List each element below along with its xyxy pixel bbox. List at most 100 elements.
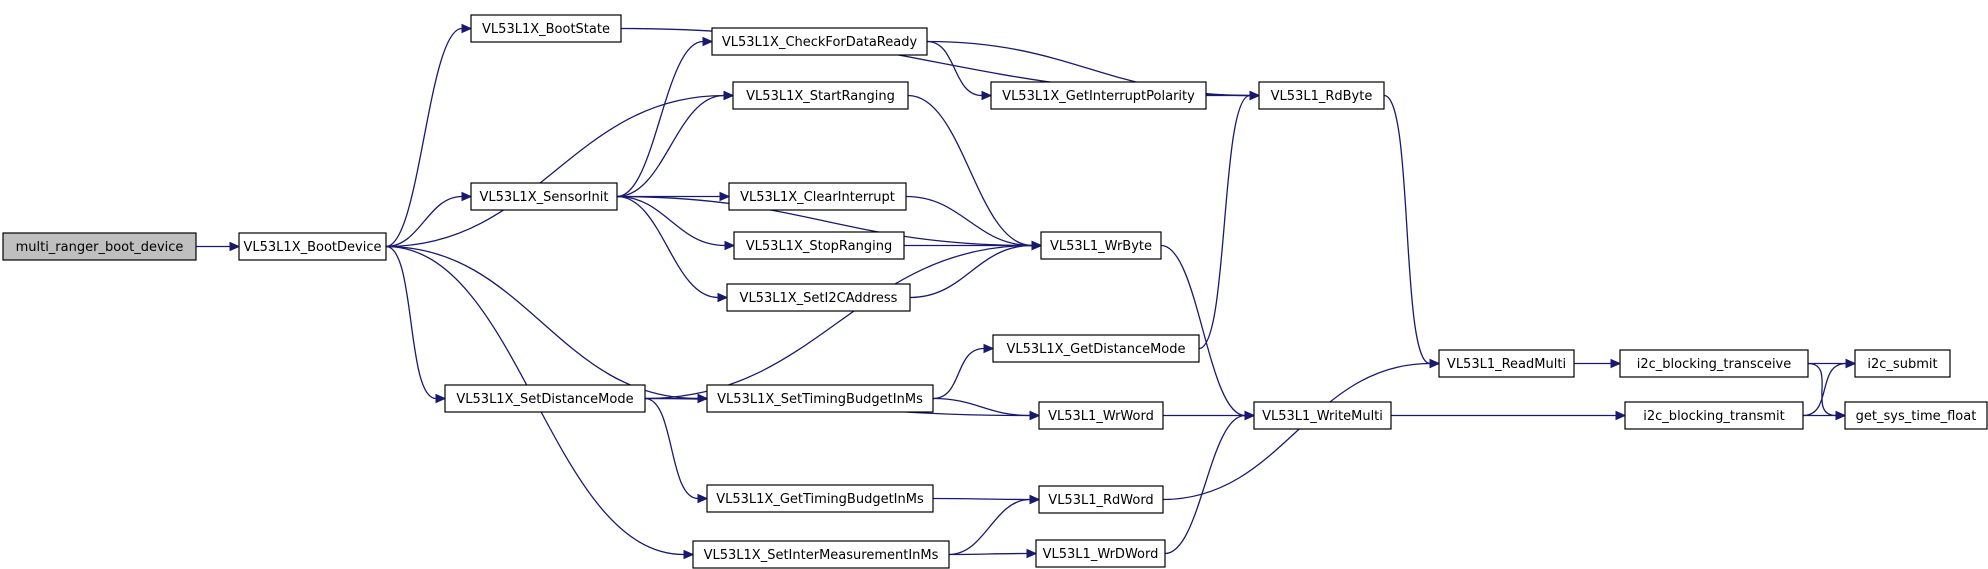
node-label: i2c_blocking_transmit	[1643, 409, 1784, 424]
edge-line	[932, 497, 1031, 501]
edge-arrowhead	[461, 23, 473, 34]
edge-line	[948, 552, 1028, 556]
node-vl53l1x-sensorinit[interactable]: VL53L1X_SensorInit	[470, 182, 618, 211]
edge-arrowhead	[719, 191, 731, 202]
edge-arrowhead	[1615, 410, 1627, 421]
edge-arrowhead	[1026, 548, 1038, 559]
edge-line	[926, 40, 983, 97]
edge-arrowhead	[697, 493, 709, 504]
edge-line	[616, 40, 704, 198]
node-box	[444, 384, 646, 413]
node-label: VL53L1X_GetInterruptPolarity	[1002, 89, 1195, 104]
edge-vl53l1-wrword-to-vl53l1-writemulti	[1163, 410, 1256, 421]
edge-arrowhead	[981, 90, 993, 101]
node-vl53l1-writemulti[interactable]: VL53L1_WriteMulti	[1253, 401, 1392, 430]
node-vl53l1x-getinterruptpolarity[interactable]: VL53L1X_GetInterruptPolarity	[990, 81, 1207, 110]
edge-vl53l1x-sensorinit-to-vl53l1x-startranging	[616, 90, 735, 198]
node-vl53l1-wrword[interactable]: VL53L1_WrWord	[1038, 401, 1164, 430]
node-box	[1624, 401, 1804, 430]
edge-arrowhead	[1845, 358, 1857, 369]
node-get-sys-time-float[interactable]: get_sys_time_float	[1844, 401, 1988, 430]
edge-vl53l1x-bootdevice-to-vl53l1x-setdistancemode	[385, 245, 447, 404]
node-vl53l1x-getdistancemode[interactable]: VL53L1X_GetDistanceMode	[992, 334, 1200, 363]
node-vl53l1x-bootdevice[interactable]: VL53L1X_BootDevice	[238, 232, 387, 261]
node-box	[1258, 81, 1385, 110]
node-multi-ranger-boot-device[interactable]: multi_ranger_boot_device	[2, 232, 197, 261]
edge-arrowhead	[229, 241, 241, 252]
node-label: VL53L1X_StartRanging	[746, 89, 895, 104]
node-vl53l1x-bootstate[interactable]: VL53L1X_BootState	[470, 14, 622, 43]
edge-arrowhead	[461, 191, 473, 202]
edge-arrowhead	[1610, 358, 1622, 369]
edge-line	[932, 347, 985, 400]
edge-line	[644, 397, 699, 500]
edge-line	[909, 244, 1033, 299]
edge-vl53l1-readmulti-to-i2c-blocking-transceive	[1573, 358, 1622, 369]
edge-vl53l1x-sensorinit-to-vl53l1x-clearinterrupt	[617, 191, 731, 202]
node-vl53l1x-startranging[interactable]: VL53L1X_StartRanging	[732, 81, 909, 110]
edge-vl53l1-wrdword-to-vl53l1-writemulti	[1164, 410, 1256, 555]
node-vl53l1-wrdword[interactable]: VL53L1_WrDWord	[1035, 539, 1166, 568]
node-label: i2c_submit	[1867, 357, 1937, 372]
node-box	[1038, 485, 1164, 514]
node-box	[238, 232, 387, 261]
edge-vl53l1x-setintermeasurementinms-to-vl53l1-wrdword	[948, 548, 1038, 559]
edge-line	[1802, 362, 1847, 417]
edge-line	[905, 195, 1033, 247]
node-box	[1854, 349, 1951, 378]
node-vl53l1x-gettimingbudgetinms[interactable]: VL53L1X_GetTimingBudgetInMs	[706, 484, 934, 513]
node-label: multi_ranger_boot_device	[16, 240, 184, 255]
edge-vl53l1x-bootdevice-to-vl53l1x-bootstate	[385, 23, 473, 248]
node-box	[1619, 349, 1809, 378]
edge-vl53l1x-sensorinit-to-vl53l1x-stopranging	[616, 195, 736, 251]
node-box	[1253, 401, 1392, 430]
edge-vl53l1x-setdistancemode-to-vl53l1-wrbyte	[644, 240, 1043, 400]
node-label: VL53L1X_SetI2CAddress	[740, 291, 898, 306]
edge-vl53l1x-bootdevice-to-vl53l1x-sensorinit	[385, 191, 473, 248]
edge-arrowhead	[724, 240, 736, 251]
edge-vl53l1-writemulti-to-i2c-blocking-transmit	[1391, 410, 1627, 421]
node-vl53l1x-setdistancemode[interactable]: VL53L1X_SetDistanceMode	[444, 384, 646, 413]
node-vl53l1-rdbyte[interactable]: VL53L1_RdByte	[1258, 81, 1385, 110]
node-vl53l1-rdword[interactable]: VL53L1_RdWord	[1038, 485, 1164, 514]
edge-vl53l1-wrbyte-to-vl53l1-writemulti	[1160, 244, 1256, 421]
node-vl53l1x-setintermeasurementinms[interactable]: VL53L1X_SetInterMeasurementInMs	[692, 540, 950, 569]
edge-arrowhead	[683, 549, 695, 560]
node-label: i2c_blocking_transceive	[1637, 357, 1792, 372]
node-i2c-blocking-transmit[interactable]: i2c_blocking_transmit	[1624, 401, 1804, 430]
edge-arrowhead	[723, 90, 735, 101]
edge-arrowhead	[1029, 410, 1041, 421]
edge-line	[385, 245, 699, 400]
edge-vl53l1x-checkfordataready-to-vl53l1x-getinterruptpolarity	[926, 40, 993, 101]
node-box	[732, 81, 909, 110]
node-vl53l1x-seti2caddress[interactable]: VL53L1X_SetI2CAddress	[726, 283, 911, 312]
node-vl53l1x-settimingbudgetinms[interactable]: VL53L1X_SetTimingBudgetInMs	[706, 384, 934, 413]
node-box	[470, 182, 618, 211]
edge-line	[948, 498, 1031, 556]
node-vl53l1x-checkfordataready[interactable]: VL53L1X_CheckForDataReady	[711, 27, 928, 56]
edge-arrowhead	[1244, 410, 1256, 421]
node-i2c-submit[interactable]: i2c_submit	[1854, 349, 1951, 378]
edge-line	[385, 245, 437, 400]
edge-line	[1807, 362, 1837, 417]
edge-line	[1198, 94, 1251, 350]
node-label: VL53L1X_GetTimingBudgetInMs	[716, 492, 924, 507]
edge-vl53l1x-settimingbudgetinms-to-vl53l1-wrword	[932, 397, 1041, 421]
edge-vl53l1x-bootdevice-to-vl53l1x-startranging	[385, 90, 735, 248]
edge-arrowhead	[1249, 90, 1261, 101]
node-label: VL53L1X_ClearInterrupt	[740, 190, 895, 205]
node-box	[726, 283, 911, 312]
node-vl53l1-readmulti[interactable]: VL53L1_ReadMulti	[1438, 349, 1575, 378]
node-box	[1040, 231, 1162, 260]
edge-i2c-blocking-transmit-to-get-sys-time-float	[1803, 410, 1847, 421]
node-label: VL53L1X_SetInterMeasurementInMs	[704, 548, 939, 563]
node-vl53l1-wrbyte[interactable]: VL53L1_WrByte	[1040, 231, 1162, 260]
edge-vl53l1-rdbyte-to-vl53l1-readmulti	[1383, 94, 1441, 369]
node-box	[1035, 539, 1166, 568]
edge-vl53l1x-seti2caddress-to-vl53l1-wrbyte	[909, 240, 1043, 299]
edge-vl53l1x-gettimingbudgetinms-to-vl53l1-rdword	[932, 494, 1041, 505]
edge-arrowhead	[1835, 410, 1847, 421]
node-i2c-blocking-transceive[interactable]: i2c_blocking_transceive	[1619, 349, 1809, 378]
node-vl53l1x-clearinterrupt[interactable]: VL53L1X_ClearInterrupt	[728, 182, 907, 211]
node-vl53l1x-stopranging[interactable]: VL53L1X_StopRanging	[733, 231, 905, 260]
